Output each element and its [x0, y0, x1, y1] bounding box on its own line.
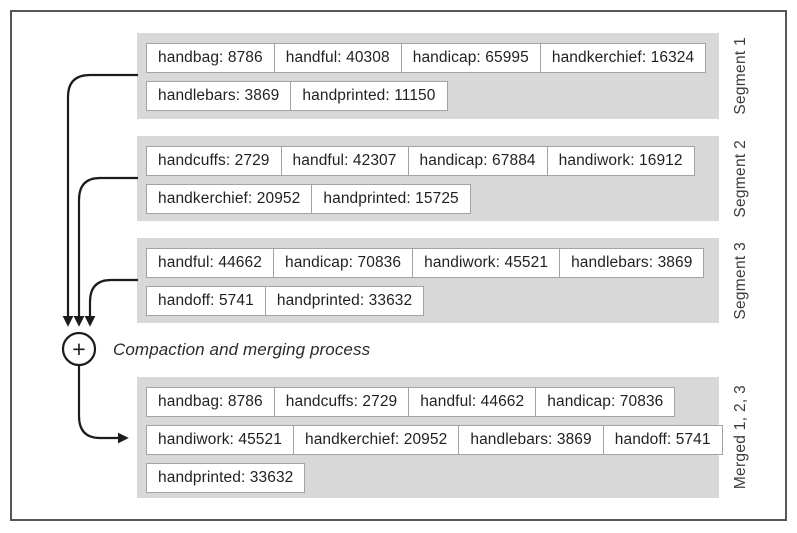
- term-count-cell: handicap: 70836: [535, 387, 676, 417]
- term-count-cell: handlebars: 3869: [458, 425, 604, 455]
- term-count-cell: handprinted: 33632: [264, 286, 425, 316]
- segment-label-text: Merged 1, 2, 3: [732, 385, 749, 490]
- term-count-cell: handkerchief: 16324: [539, 43, 707, 73]
- term-count-cell: handprinted: 15725: [311, 184, 471, 214]
- segment-label: Segment 3: [723, 238, 759, 323]
- term-count-cell: handiwork: 45521: [412, 248, 561, 278]
- term-count-cell: handkerchief: 20952: [146, 184, 313, 214]
- term-count-cell: handiwork: 45521: [146, 425, 294, 455]
- term-count-cell: handicap: 67884: [407, 146, 548, 176]
- term-count-cell: handful: 44662: [146, 248, 274, 278]
- term-count-cell: handful: 44662: [408, 387, 537, 417]
- term-count-cell: handbag: 8786: [146, 43, 275, 73]
- term-count-cell: handlebars: 3869: [146, 81, 292, 111]
- term-count-cell: handkerchief: 20952: [292, 425, 460, 455]
- term-count-cell: handprinted: 11150: [290, 81, 448, 111]
- term-count-cell: handprinted: 33632: [146, 463, 306, 493]
- term-count-cell: handiwork: 16912: [546, 146, 695, 176]
- process-caption: Compaction and merging process: [113, 340, 371, 359]
- term-count-cell: handcuffs: 2729: [146, 146, 282, 176]
- segment-label: Segment 1: [723, 33, 759, 119]
- term-count-cell: handicap: 70836: [272, 248, 414, 278]
- segment-label-text: Segment 1: [732, 37, 749, 115]
- term-count-cell: handoff: 5741: [602, 425, 723, 455]
- term-count-cell: handful: 40308: [273, 43, 402, 73]
- term-count-cell: handcuffs: 2729: [273, 387, 410, 417]
- segment-label: Segment 2: [723, 136, 759, 221]
- term-count-cell: handicap: 65995: [400, 43, 541, 73]
- term-count-cell: handlebars: 3869: [559, 248, 705, 278]
- term-count-cell: handoff: 5741: [146, 286, 266, 316]
- term-count-cell: handbag: 8786: [146, 387, 275, 417]
- segment-row: handprinted: 33632: [146, 463, 719, 493]
- segment-label-text: Segment 3: [732, 241, 749, 320]
- segment-label-text: Segment 2: [732, 139, 749, 218]
- segment-label: Merged 1, 2, 3: [723, 377, 759, 498]
- term-count-cell: handful: 42307: [280, 146, 409, 176]
- figure-border: [10, 10, 787, 521]
